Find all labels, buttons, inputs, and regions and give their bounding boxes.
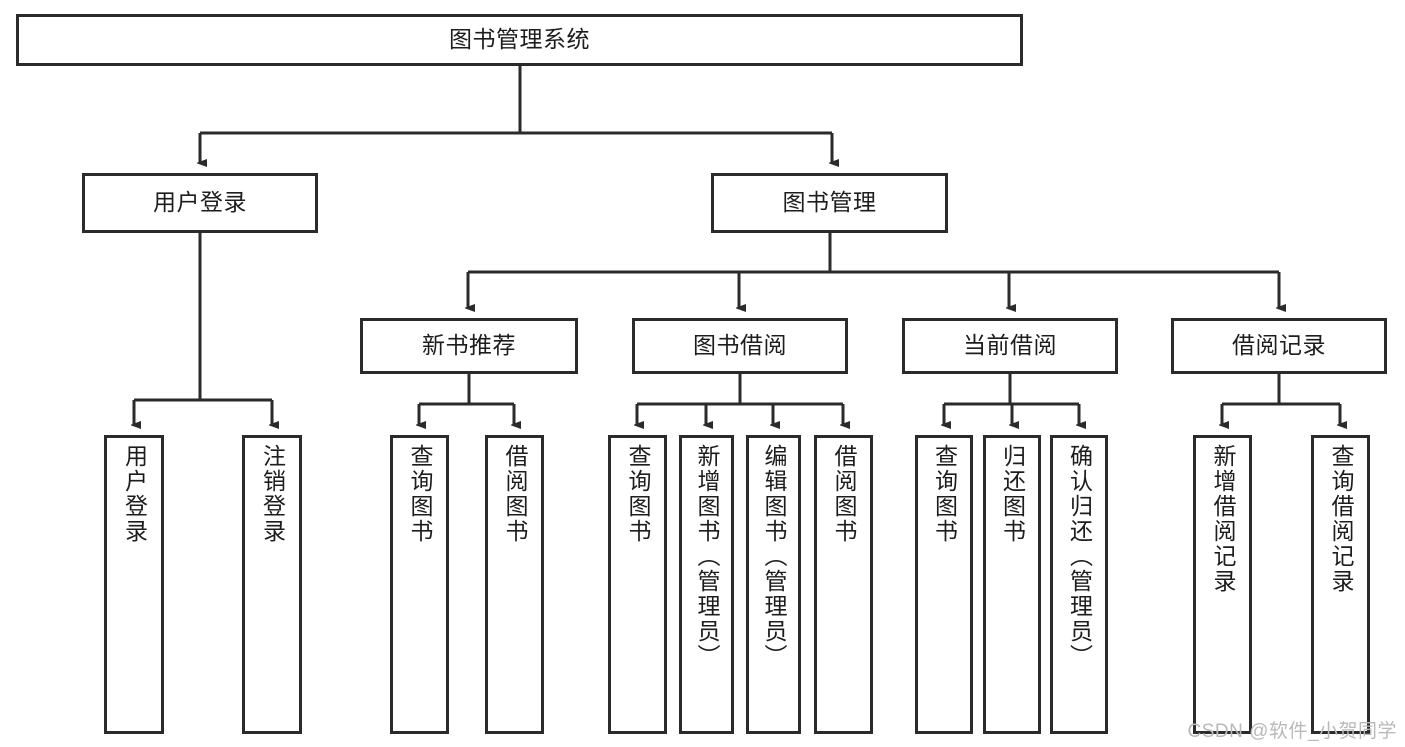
leaf-node[interactable]: 注销登录 [242, 435, 302, 734]
leaf-node[interactable]: 查询图书 [608, 435, 667, 734]
leaf-node[interactable]: 查询图书 [915, 435, 973, 734]
leaf-node[interactable]: 新增借阅记录 [1193, 435, 1252, 734]
node-root[interactable]: 图书管理系统 [16, 14, 1023, 66]
leaf-node[interactable]: 查询借阅记录 [1311, 435, 1370, 734]
leaf-node[interactable]: 确认归还（管理员） [1050, 435, 1108, 734]
leaf-node-label: 编辑图书（管理员） [761, 444, 787, 669]
node-book-management[interactable]: 图书管理 [711, 173, 948, 233]
leaf-node[interactable]: 归还图书 [983, 435, 1041, 734]
node-book-management-label: 图书管理 [782, 189, 877, 216]
leaf-node[interactable]: 借阅图书 [485, 435, 544, 734]
node-user-login-label: 用户登录 [153, 189, 247, 216]
leaf-node-label: 借阅图书 [831, 444, 857, 544]
node-root-label: 图书管理系统 [449, 26, 590, 53]
node-user-login[interactable]: 用户登录 [82, 173, 318, 233]
leaf-node-label: 注销登录 [259, 444, 286, 544]
leaf-node-label: 查询图书 [625, 444, 651, 544]
node-new-book-recommend[interactable]: 新书推荐 [360, 318, 578, 374]
node-book-borrow[interactable]: 图书借阅 [632, 318, 848, 374]
leaf-node-label: 新增图书（管理员） [694, 444, 720, 669]
leaf-node-label: 查询图书 [407, 444, 433, 544]
leaf-node[interactable]: 新增图书（管理员） [679, 435, 734, 734]
node-book-borrow-label: 图书借阅 [693, 332, 787, 359]
node-current-borrow[interactable]: 当前借阅 [902, 318, 1118, 374]
leaf-node[interactable]: 用户登录 [104, 435, 164, 734]
leaf-node[interactable]: 借阅图书 [814, 435, 873, 734]
node-new-book-recommend-label: 新书推荐 [422, 332, 516, 359]
leaf-node-label: 借阅图书 [502, 444, 528, 544]
node-borrow-records-label: 借阅记录 [1232, 332, 1326, 359]
leaf-node-label: 查询图书 [931, 444, 958, 544]
node-current-borrow-label: 当前借阅 [963, 332, 1057, 359]
leaf-node-label: 归还图书 [999, 444, 1026, 544]
csdn-watermark: CSDN @软件_小贺同学 [1187, 721, 1397, 742]
node-borrow-records[interactable]: 借阅记录 [1171, 318, 1387, 374]
leaf-node[interactable]: 查询图书 [390, 435, 449, 734]
leaf-node-label: 用户登录 [121, 444, 148, 544]
leaf-node-label: 查询借阅记录 [1328, 444, 1354, 594]
leaf-node[interactable]: 编辑图书（管理员） [746, 435, 801, 734]
leaf-node-label: 确认归还（管理员） [1066, 444, 1093, 669]
leaf-node-label: 新增借阅记录 [1210, 444, 1236, 594]
